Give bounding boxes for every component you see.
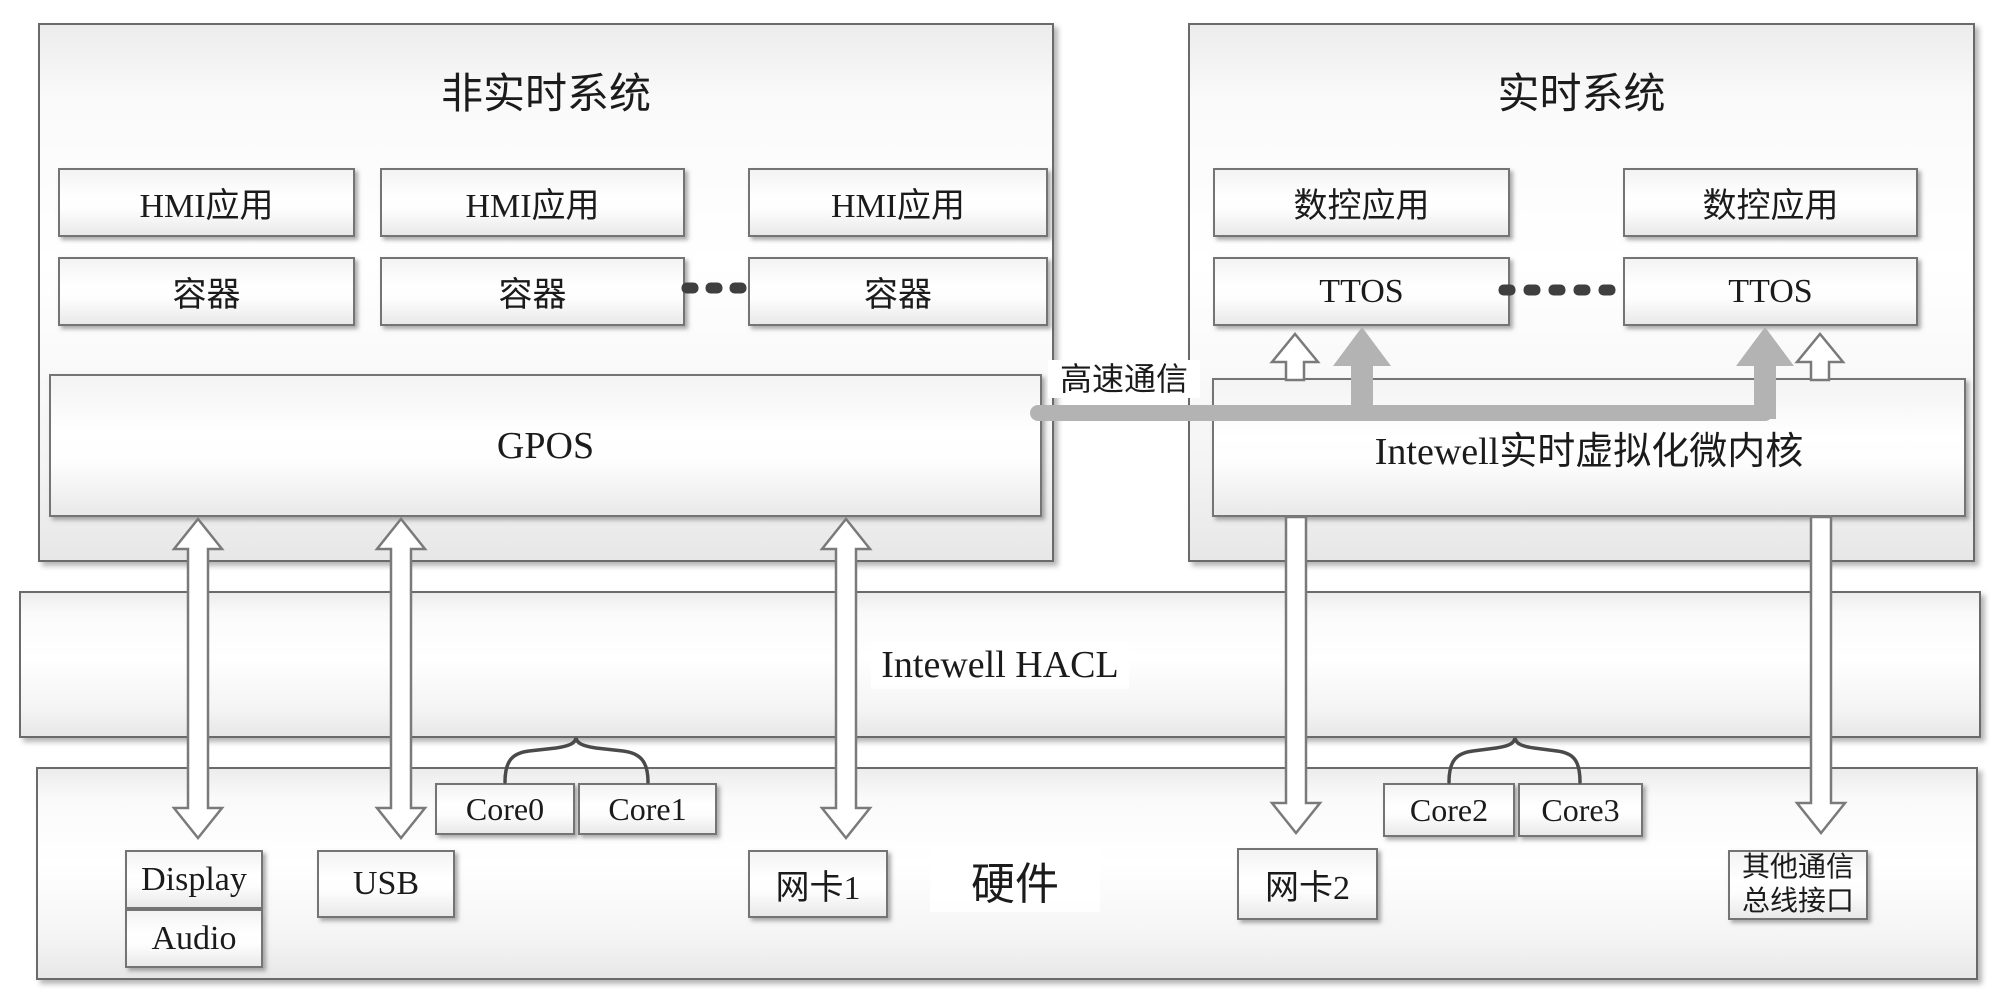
intewell-hacl-label: Intewell HACL — [871, 640, 1129, 689]
container-box-3: 容器 — [748, 257, 1048, 326]
intewell-kernel-box: Intewell实时虚拟化微内核 — [1212, 378, 1966, 517]
other-bus-box: 其他通信 总线接口 — [1728, 850, 1868, 920]
core2-box: Core2 — [1383, 783, 1515, 837]
cnc-app-box-2: 数控应用 — [1623, 168, 1918, 237]
other-bus-line2: 总线接口 — [1741, 886, 1854, 917]
ttos-box-1: TTOS — [1213, 257, 1510, 326]
non-realtime-system-title: 非实时系统 — [440, 72, 651, 118]
hmi-app-box-1: HMI应用 — [58, 168, 355, 237]
gpos-box: GPOS — [49, 374, 1042, 517]
nic1-box: 网卡1 — [748, 850, 888, 918]
hmi-app-box-3: HMI应用 — [748, 168, 1048, 237]
core0-box: Core0 — [435, 783, 575, 835]
intewell-hacl-bar: Intewell HACL — [19, 591, 1981, 738]
audio-box: Audio — [125, 909, 263, 968]
hmi-app-box-2: HMI应用 — [380, 168, 685, 237]
high-speed-comm-label: 高速通信 — [1048, 360, 1200, 398]
ttos-box-2: TTOS — [1623, 257, 1918, 326]
nic2-box: 网卡2 — [1237, 848, 1378, 920]
other-bus-line1: 其他通信 — [1741, 852, 1854, 884]
cnc-app-box-1: 数控应用 — [1213, 168, 1510, 237]
core1-box: Core1 — [578, 783, 717, 835]
core3-box: Core3 — [1518, 783, 1643, 837]
usb-box: USB — [317, 850, 455, 918]
container-box-2: 容器 — [380, 257, 685, 326]
container-box-1: 容器 — [58, 257, 355, 326]
realtime-system-title: 实时系统 — [1497, 72, 1666, 118]
hardware-label: 硬件 — [930, 848, 1100, 912]
display-box: Display — [125, 850, 263, 909]
